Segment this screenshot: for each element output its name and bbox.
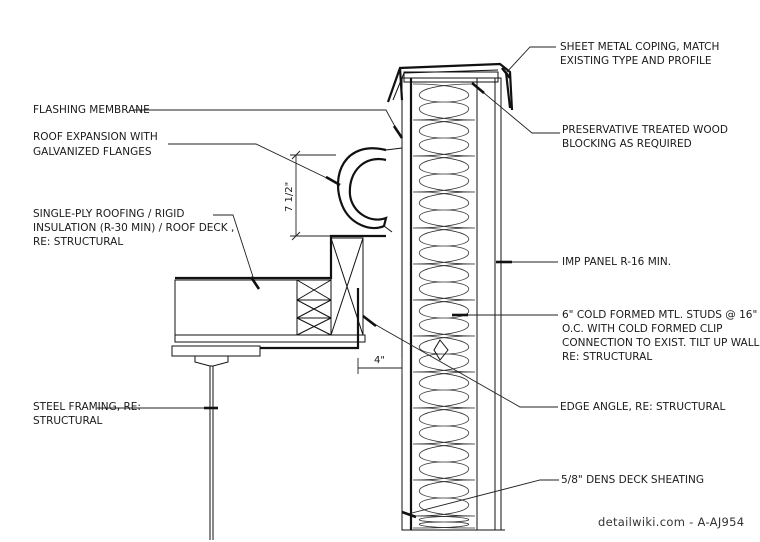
label-cold-formed-studs: 6" COLD FORMED MTL. STUDS @ 16" O.C. WIT… — [562, 309, 760, 363]
outer-skin — [494, 77, 502, 531]
batt-insulation — [412, 83, 476, 529]
label-roof-expansion: ROOF EXPANSION WITH GALVANIZED FLANGES — [33, 131, 161, 158]
gap-dimension-text: 4" — [374, 355, 385, 366]
leader-ticks — [204, 67, 512, 519]
dimensions: 7 1/2" 4" — [284, 150, 403, 374]
leaders — [97, 46, 560, 515]
dens-deck-sheathing — [401, 77, 412, 531]
roof-deck — [174, 334, 366, 343]
height-dimension-text: 7 1/2" — [284, 182, 295, 212]
beam-flange — [171, 345, 261, 357]
watermark: detailwiki.com - A-AJ954 — [598, 515, 744, 529]
callout-labels: SHEET METAL COPING, MATCH EXISTING TYPE … — [33, 41, 760, 486]
label-edge-angle: EDGE ANGLE, RE: STRUCTURAL — [560, 401, 726, 413]
rigid-insulation — [174, 279, 298, 336]
imp-panel — [476, 77, 496, 531]
roof-expansion-joint — [337, 147, 403, 233]
label-dens-deck: 5/8" DENS DECK SHEATING — [561, 474, 704, 486]
label-imp-panel: IMP PANEL R-16 MIN. — [562, 256, 671, 268]
sheet-metal-coping — [386, 62, 514, 111]
label-steel-framing: STEEL FRAMING, RE: STRUCTURAL — [33, 401, 144, 427]
wall-assembly — [386, 62, 514, 531]
roof-membrane — [175, 234, 386, 280]
steel-beam — [194, 356, 229, 540]
insulation-loops — [412, 83, 476, 529]
label-preservative-blocking: PRESERVATIVE TREATED WOOD BLOCKING AS RE… — [562, 124, 731, 150]
top-blocking — [403, 71, 499, 83]
label-sheet-metal-coping: SHEET METAL COPING, MATCH EXISTING TYPE … — [560, 41, 723, 67]
roof-assembly — [171, 234, 386, 540]
label-single-ply-roofing: SINGLE-PLY ROOFING / RIGID INSULATION (R… — [33, 208, 238, 248]
clip-connection — [433, 339, 449, 361]
label-flashing-membrane: FLASHING MEMBRANE — [33, 104, 150, 116]
edge-angle — [260, 288, 360, 350]
